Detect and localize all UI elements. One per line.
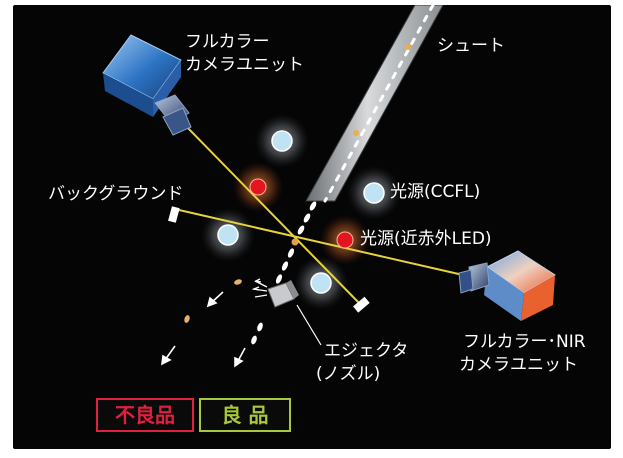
- background-plate-left: [168, 206, 180, 223]
- reject-product-tag: 不良品: [96, 398, 194, 432]
- rejected-products: [184, 279, 242, 323]
- label-light-nir-led: 光源(近赤外LED): [360, 229, 492, 249]
- label-full-color-camera-line2: カメラユニット: [185, 55, 304, 75]
- good-product-tag: 良 品: [199, 398, 291, 432]
- chute: [305, 5, 444, 203]
- led-light-right: [336, 231, 354, 249]
- label-ejector-line1: エジェクタ: [324, 341, 409, 361]
- reject-arrows: [161, 291, 224, 366]
- label-nir-camera-line1: フルカラー･NIR: [463, 332, 586, 352]
- beam-nir-camera: [178, 209, 464, 276]
- label-ejector-line2: (ノズル): [316, 364, 381, 384]
- ccfl-light-top: [271, 130, 293, 152]
- ccfl-light-bottom: [310, 272, 332, 294]
- background-plate-right: [353, 296, 370, 313]
- air-jet-icon: [251, 278, 268, 298]
- full-color-camera-icon: [102, 34, 192, 136]
- label-light-ccfl: 光源(CCFL): [390, 182, 481, 202]
- good-arrow: [234, 347, 246, 368]
- label-nir-camera-line2: カメラユニット: [459, 355, 578, 375]
- ccfl-light-left: [217, 224, 239, 246]
- ccfl-light-right: [363, 182, 385, 204]
- beam-top-camera: [182, 122, 362, 306]
- label-full-color-camera-line1: フルカラー: [185, 32, 270, 52]
- nir-camera-icon: [458, 250, 556, 321]
- ejector-nozzle: [267, 280, 299, 308]
- diagram-panel: フルカラー カメラユニット シュート バックグラウンド 光源(CCFL) 光源(…: [13, 5, 611, 449]
- optical-sorter-diagram: [102, 5, 556, 368]
- label-background: バックグラウンド: [48, 184, 184, 204]
- label-chute: シュート: [437, 36, 505, 56]
- ejector-leader-line: [296, 304, 322, 346]
- inspection-point: [291, 238, 299, 246]
- led-light-left: [249, 178, 267, 196]
